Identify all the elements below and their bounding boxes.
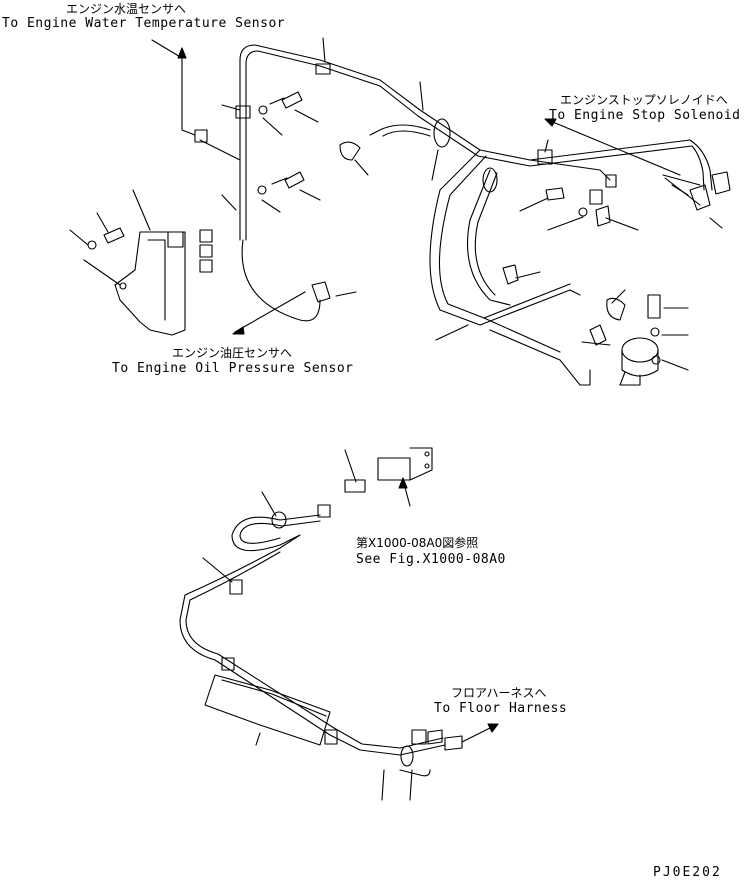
oil-pressure-sensor-label-ja: エンジン油圧センサへ	[172, 346, 293, 360]
stop-solenoid	[619, 337, 661, 386]
upper-harness	[69, 37, 731, 386]
see-figure-label: See Fig.X1000-08A0	[356, 552, 506, 567]
drawing-code: PJ0E202	[653, 865, 722, 880]
engine-stop-solenoid-label-ja: エンジンストップソレノイドへ	[560, 93, 728, 107]
engine-stop-solenoid-label: To Engine Stop Solenoid	[549, 108, 741, 123]
see-figure-label-ja: 第X1000-08A0図参照	[356, 536, 479, 550]
floor-harness-label: To Floor Harness	[434, 701, 568, 716]
lower-harness	[179, 447, 499, 801]
floor-harness-label-ja: フロアハーネスへ	[451, 686, 547, 700]
water-temp-sensor-label: To Engine Water Temperature Sensor	[2, 16, 286, 31]
oil-pressure-sensor-label: To Engine Oil Pressure Sensor	[112, 361, 354, 376]
water-temp-sensor-label-ja: エンジン水温センサへ	[66, 2, 187, 16]
